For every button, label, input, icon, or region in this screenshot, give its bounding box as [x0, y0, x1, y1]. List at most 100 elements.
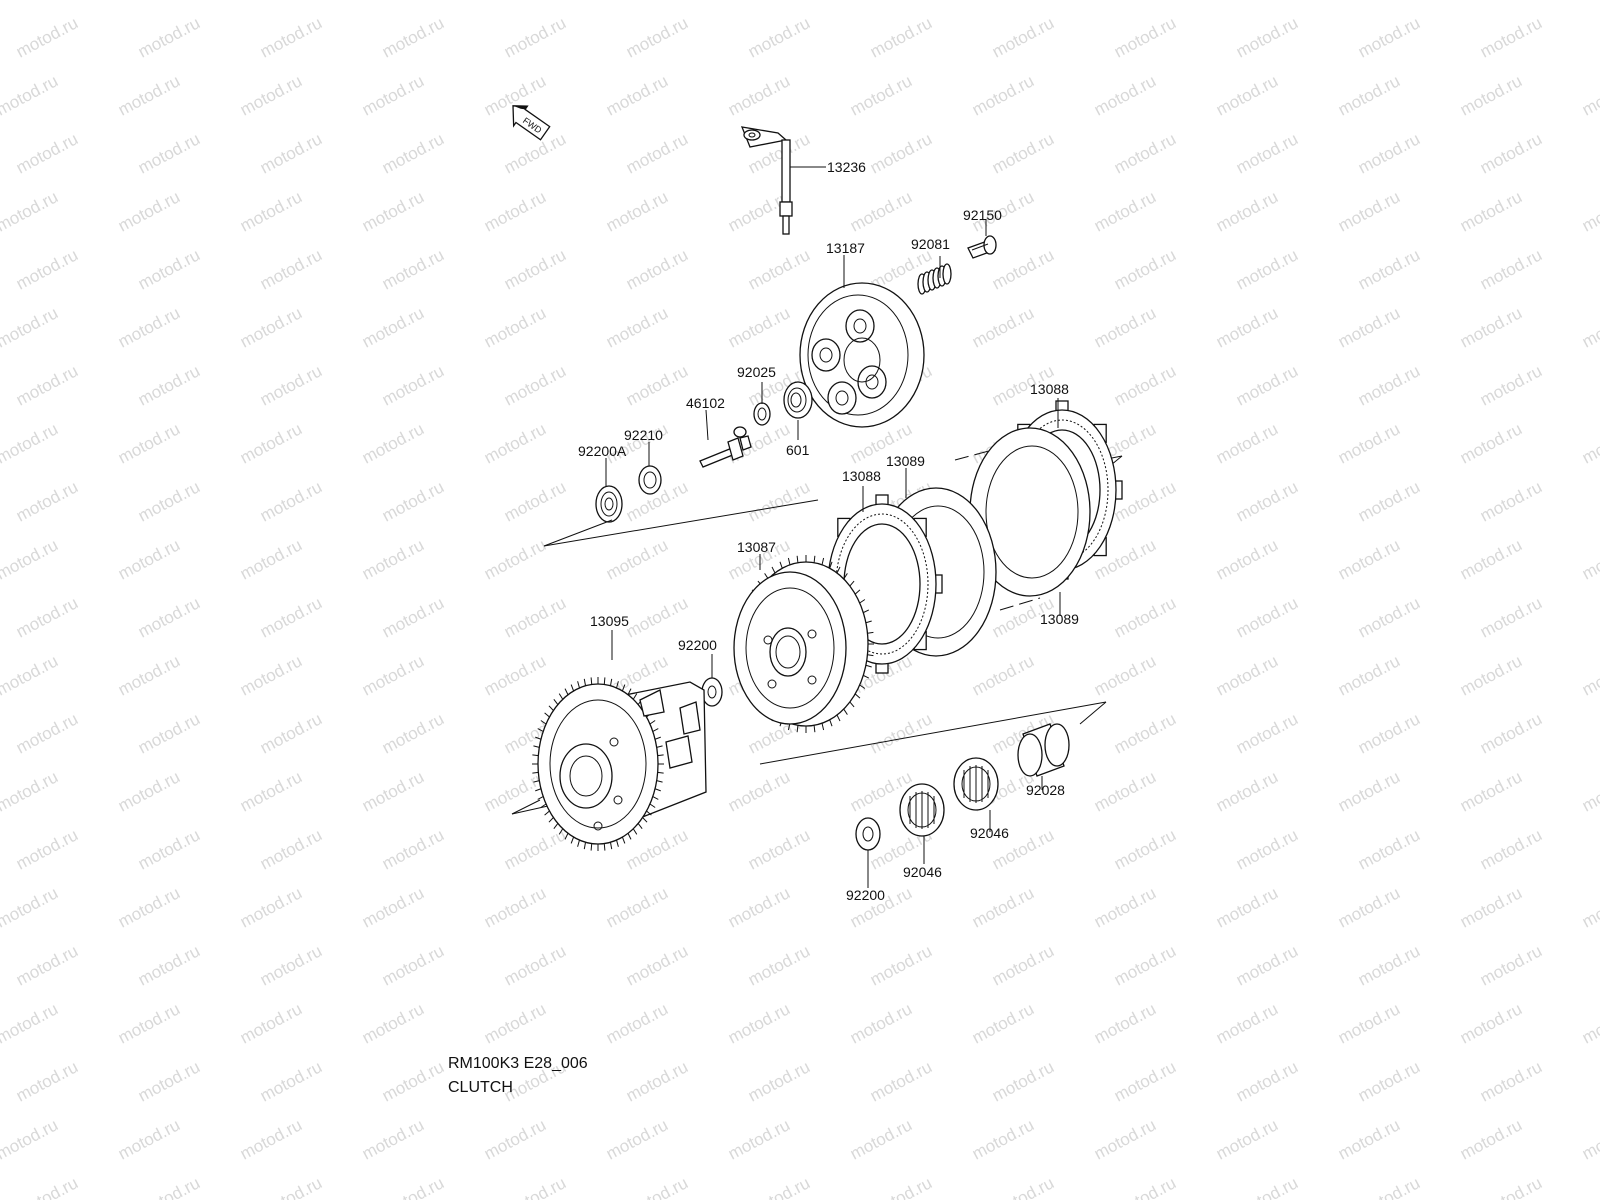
gear-tooth: [535, 736, 542, 740]
gear-tooth: [865, 620, 872, 624]
gear-tooth: [654, 736, 661, 740]
washer-92025: [753, 402, 771, 426]
gear-tooth: [603, 677, 606, 685]
gear-tooth: [836, 566, 841, 574]
gear-tooth: [849, 701, 855, 708]
gear-tooth: [609, 678, 613, 686]
gear-tooth: [609, 842, 613, 850]
gear-tooth: [843, 573, 848, 580]
part-label-92046-right: 92046: [970, 825, 1009, 841]
gear-tooth: [590, 843, 593, 851]
gear-tooth: [654, 788, 661, 792]
gear-tooth: [564, 688, 569, 695]
part-label-92150: 92150: [963, 207, 1002, 223]
gear-tooth: [863, 609, 870, 614]
part-label-13088-mid: 13088: [842, 468, 881, 484]
bolt-92150: [967, 235, 997, 259]
release-shaft-13236: [740, 126, 793, 235]
gear-tooth: [632, 828, 638, 835]
gear-tooth: [865, 664, 872, 668]
gear-tooth: [637, 823, 643, 829]
gear-tooth: [642, 817, 648, 823]
gear-tooth: [548, 817, 554, 823]
part-label-13236: 13236: [827, 159, 866, 175]
gear-tooth: [627, 833, 632, 840]
gear-tooth: [632, 693, 638, 700]
gear-tooth: [544, 810, 550, 816]
gear-tooth: [570, 836, 575, 844]
gear-tooth: [537, 796, 544, 800]
gear-tooth: [849, 580, 855, 587]
gear-tooth: [533, 780, 540, 783]
gear-tooth: [787, 557, 791, 565]
plate-friction-band: [1015, 419, 1109, 561]
needle-bearing-92046-a: [953, 757, 999, 811]
gear-tooth: [813, 555, 816, 563]
gear-tooth: [537, 728, 544, 732]
gear-tooth: [577, 681, 580, 689]
clutch-housing-13095: [532, 677, 707, 851]
gear-tooth: [548, 705, 554, 711]
gear-tooth: [627, 688, 632, 695]
gear-tooth: [652, 728, 659, 732]
part-label-92200-upper: 92200: [678, 637, 717, 653]
part-label-92081: 92081: [911, 236, 950, 252]
gear-tooth: [649, 720, 656, 725]
part-labels: 13236 92150 13187 92081 92025 46102 9221…: [578, 159, 1079, 903]
leader-lines: [605, 166, 1061, 888]
diagram-title: CLUTCH: [448, 1079, 513, 1096]
part-label-13089-bottom: 13089: [1040, 611, 1079, 627]
gear-tooth: [583, 842, 587, 850]
gear-tooth: [863, 674, 870, 679]
gear-tooth: [553, 699, 559, 705]
part-label-13089-top: 13089: [886, 453, 925, 469]
part-label-92028: 92028: [1026, 782, 1065, 798]
washer-92200-upper: [701, 677, 723, 707]
gear-tooth: [796, 555, 799, 563]
gear-tooth: [656, 780, 663, 783]
gear-tooth: [829, 719, 833, 727]
gear-tooth: [532, 754, 539, 757]
gear-tooth: [564, 833, 569, 840]
gear-tooth: [603, 843, 606, 851]
gear-tooth: [621, 684, 626, 692]
gear-tooth: [533, 745, 540, 748]
oil-seal-92210: [638, 465, 662, 495]
gear-tooth: [813, 725, 816, 733]
gear-tooth: [867, 654, 874, 657]
gear-tooth: [616, 681, 619, 689]
push-rod-46102: [699, 426, 752, 468]
gear-tooth: [854, 589, 861, 595]
part-label-92210: 92210: [624, 427, 663, 443]
gear-tooth: [859, 684, 866, 689]
gear-tooth: [652, 796, 659, 800]
plate-friction-band: [835, 513, 929, 655]
gear-tooth: [646, 810, 652, 816]
part-label-601: 601: [786, 442, 810, 458]
gear-tooth: [532, 771, 539, 774]
gear-tooth: [540, 803, 547, 808]
part-label-13187: 13187: [826, 240, 865, 256]
gear-tooth: [544, 712, 550, 718]
washer-92200-lower: [855, 817, 881, 851]
gear-tooth: [854, 693, 861, 699]
fwd-arrow-icon: FWD: [512, 105, 551, 141]
clutch-hub-13087: [733, 555, 874, 733]
gear-tooth: [836, 714, 841, 722]
gear-tooth: [553, 823, 559, 829]
gear-tooth: [821, 557, 825, 565]
gear-tooth: [771, 566, 776, 574]
gear-tooth: [843, 708, 848, 715]
bearing-601: [783, 381, 813, 419]
gear-tooth: [590, 677, 593, 685]
part-label-92200-lower: 92200: [846, 887, 885, 903]
gear-tooth: [535, 788, 542, 792]
gear-tooth: [649, 803, 656, 808]
gear-tooth: [859, 599, 866, 604]
bearing-92200A: [595, 485, 623, 523]
diagram-code: RM100K3 E28_006: [448, 1055, 588, 1072]
part-label-92046-left: 92046: [903, 864, 942, 880]
gear-tooth: [657, 771, 664, 774]
